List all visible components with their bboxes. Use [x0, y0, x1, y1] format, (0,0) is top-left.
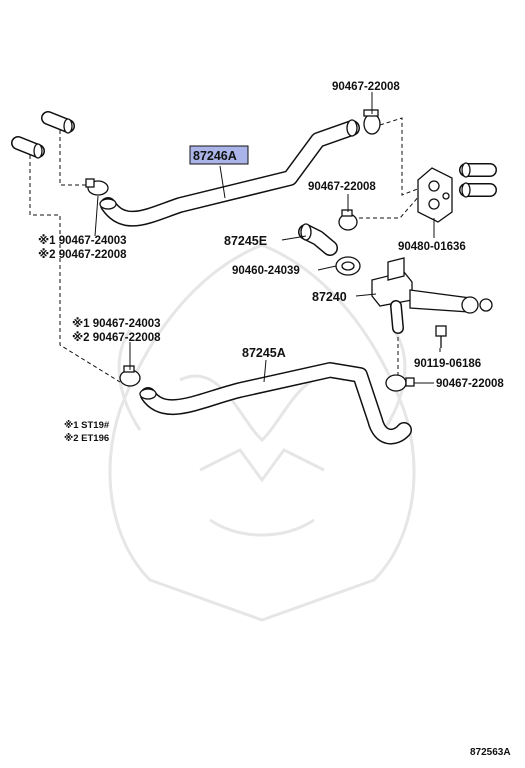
label-clamp-left-1[interactable]: ※1 90467-24003 [38, 233, 127, 247]
bolt [435, 325, 447, 348]
pipe-stubs-left [11, 111, 75, 159]
gasket [417, 167, 453, 223]
clamp-bottom [385, 374, 415, 392]
label-hose-87246a[interactable]: 87246A [193, 149, 237, 163]
clamp-mid [338, 209, 358, 231]
reference-code: 872563A [470, 747, 511, 758]
label-clip[interactable]: 90460-24039 [232, 265, 300, 277]
valve [371, 257, 493, 334]
label-hose-87245a[interactable]: 87245A [242, 346, 286, 360]
watermark-emblem [108, 243, 416, 622]
label-gasket[interactable]: 90480-01636 [398, 241, 466, 253]
label-clamp-left-2[interactable]: ※2 90467-22008 [38, 247, 127, 261]
label-valve[interactable]: 87240 [312, 290, 347, 304]
note-2: ※2 ET196 [64, 433, 109, 444]
clamp-top [363, 109, 381, 135]
label-bolt[interactable]: 90119-06186 [414, 358, 481, 370]
label-clamp-bottom[interactable]: 90467-22008 [436, 378, 504, 390]
label-clamp-lower-2[interactable]: ※2 90467-22008 [72, 330, 161, 344]
label-clamp-lower-1[interactable]: ※1 90467-24003 [72, 316, 161, 330]
highlight-box [189, 145, 249, 165]
leader-lines [94, 92, 441, 384]
pipe-stubs-right [459, 162, 497, 198]
hose-87246a [99, 119, 360, 227]
hose-87245a [139, 362, 412, 445]
label-hose-87245e[interactable]: 87245E [224, 234, 267, 248]
connection-guides [29, 117, 421, 383]
clamp-left [85, 178, 109, 196]
clip [335, 256, 361, 276]
note-1: ※1 ST19# [64, 420, 110, 431]
hose-87245e [298, 223, 338, 256]
label-clamp-mid[interactable]: 90467-22008 [308, 181, 376, 193]
label-clamp-top[interactable]: 90467-22008 [332, 81, 400, 93]
